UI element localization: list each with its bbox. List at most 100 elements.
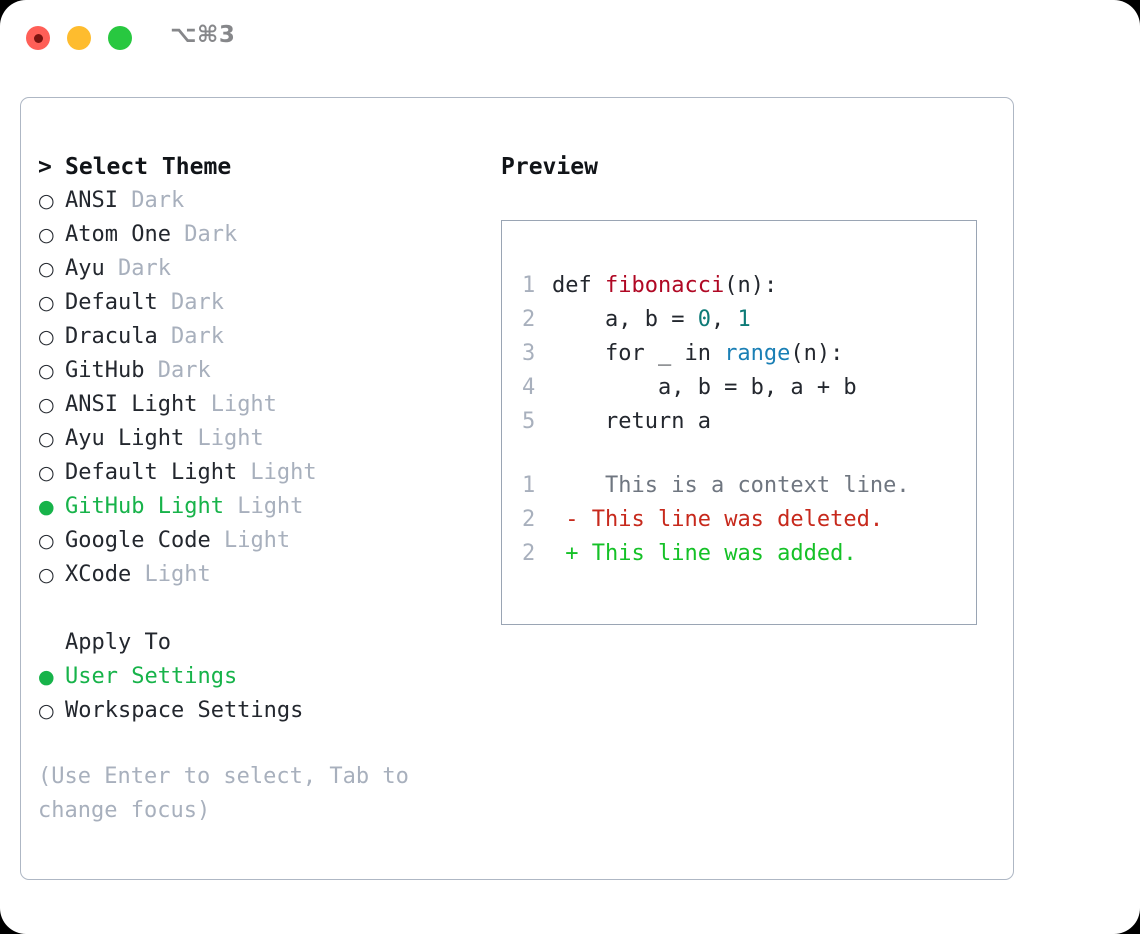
theme-item-dracula[interactable]: ○Dracula Dark bbox=[38, 320, 493, 354]
theme-item-ansi-light[interactable]: ○ ANSI Light Light bbox=[38, 388, 493, 422]
theme-item-label: Default bbox=[65, 290, 158, 315]
token-plain: a, b = bbox=[552, 307, 698, 332]
radio-unselected-icon: ○ bbox=[38, 190, 55, 212]
token-call: range bbox=[724, 341, 791, 366]
code-line: 2 a, b = 0, 1 bbox=[522, 303, 976, 337]
diff-line-text: This line was added. bbox=[578, 541, 857, 566]
theme-item-tag: Light bbox=[197, 392, 277, 417]
radio-unselected-icon: ○ bbox=[38, 530, 55, 552]
theme-item-ayu[interactable]: ○ Ayu Dark bbox=[38, 252, 493, 286]
token-plain: (n): bbox=[790, 341, 844, 366]
code-text: def fibonacci(n): bbox=[552, 269, 976, 303]
radio-unselected-icon: ○ bbox=[38, 292, 55, 314]
diff-sample: 1 This is a context line.2 - This line w… bbox=[522, 469, 976, 571]
radio-unselected-icon: ○ bbox=[38, 564, 55, 586]
apply-to-option-workspace-settings[interactable]: ○ Workspace Settings bbox=[38, 694, 493, 728]
token-num: 0 bbox=[697, 307, 711, 332]
radio-unselected-icon: ○ bbox=[38, 700, 55, 722]
apply-to-option-label: User Settings bbox=[65, 664, 238, 689]
radio-unselected-icon: ○ bbox=[38, 394, 55, 416]
line-number: 2 bbox=[522, 541, 536, 566]
apply-to-options: ● User Settings ○ Workspace Settings bbox=[38, 660, 493, 728]
token-plain: (n): bbox=[724, 273, 778, 298]
token-plain: a, b = b, a + b bbox=[552, 375, 857, 400]
theme-list: ○ANSI Dark○Atom One Dark○Ayu Dark○Defaul… bbox=[38, 184, 493, 592]
line-number: 5 bbox=[522, 409, 536, 434]
theme-item-label: Google Code bbox=[65, 528, 211, 553]
spacer bbox=[38, 728, 493, 760]
theme-item-tag: Dark bbox=[144, 358, 211, 383]
theme-item-tag: Light bbox=[184, 426, 264, 451]
theme-item-ansi[interactable]: ○ ANSI Dark bbox=[38, 184, 493, 218]
theme-item-default[interactable]: ○Default Dark bbox=[38, 286, 493, 320]
theme-item-github[interactable]: ○GitHub Dark bbox=[38, 354, 493, 388]
code-text: for _ in range(n): bbox=[552, 337, 976, 371]
theme-item-label: GitHub bbox=[65, 358, 145, 383]
radio-selected-icon: ● bbox=[38, 666, 55, 688]
theme-item-label: Ayu Light bbox=[65, 426, 185, 451]
theme-item-default-light[interactable]: ○Default Light Light bbox=[38, 456, 493, 490]
theme-item-label: ANSI bbox=[65, 188, 118, 213]
line-number: 3 bbox=[522, 341, 536, 366]
diff-line-text: This line was deleted. bbox=[578, 507, 884, 532]
theme-item-label: Atom One bbox=[65, 222, 171, 247]
code-line: 4 a, b = b, a + b bbox=[522, 371, 976, 405]
radio-unselected-icon: ○ bbox=[38, 326, 55, 348]
line-number: 1 bbox=[522, 473, 536, 498]
theme-item-label: Default Light bbox=[65, 460, 238, 485]
theme-item-tag: Dark bbox=[117, 188, 185, 213]
code-line: 5 return a bbox=[522, 405, 976, 439]
window-controls bbox=[26, 26, 132, 50]
theme-list-heading-label: Select Theme bbox=[65, 154, 232, 180]
theme-item-label: Ayu bbox=[65, 256, 105, 281]
theme-item-tag: Dark bbox=[157, 324, 224, 349]
theme-item-atom-one[interactable]: ○Atom One Dark bbox=[38, 218, 493, 252]
radio-unselected-icon: ○ bbox=[38, 428, 55, 450]
preview-title: Preview bbox=[501, 154, 598, 180]
theme-item-label: GitHub Light bbox=[65, 494, 224, 519]
token-plain: return a bbox=[552, 409, 711, 434]
theme-item-tag: Dark bbox=[104, 256, 171, 281]
line-number: 4 bbox=[522, 375, 536, 400]
theme-selection-column: > Select Theme ○ANSI Dark○Atom One Dark○… bbox=[38, 150, 493, 828]
line-number: 2 bbox=[522, 507, 536, 532]
theme-item-label: ANSI Light bbox=[65, 392, 198, 417]
theme-item-xcode[interactable]: ○XCode Light bbox=[38, 558, 493, 592]
diff-line-deleted: 2 - This line was deleted. bbox=[522, 503, 976, 537]
diff-marker bbox=[552, 473, 579, 498]
theme-item-label: XCode bbox=[65, 562, 132, 587]
title-bar: ⌥⌘3 bbox=[0, 0, 1140, 78]
token-plain: for _ in bbox=[552, 341, 725, 366]
diff-marker: + bbox=[552, 541, 579, 566]
code-text: a, b = 0, 1 bbox=[552, 303, 976, 337]
code-line: 3 for _ in range(n): bbox=[522, 337, 976, 371]
caret-icon: > bbox=[38, 154, 52, 180]
theme-item-google-code[interactable]: ○Google Code Light bbox=[38, 524, 493, 558]
radio-unselected-icon: ○ bbox=[38, 462, 55, 484]
token-fn: fibonacci bbox=[604, 273, 725, 298]
theme-item-tag: Dark bbox=[170, 222, 238, 247]
apply-to-option-label: Workspace Settings bbox=[65, 698, 304, 723]
token-plain: def bbox=[552, 273, 605, 298]
keyboard-hint: (Use Enter to select, Tab to change focu… bbox=[38, 764, 409, 823]
theme-item-ayu-light[interactable]: ○ Ayu Light Light bbox=[38, 422, 493, 456]
theme-item-github-light[interactable]: ●GitHub Light Light bbox=[38, 490, 493, 524]
apply-to-heading: Apply To bbox=[38, 626, 493, 660]
maximize-button[interactable] bbox=[108, 26, 132, 50]
diff-text: - This line was deleted. bbox=[552, 503, 976, 537]
minimize-button[interactable] bbox=[67, 26, 91, 50]
diff-text: This is a context line. bbox=[552, 469, 976, 503]
main-panel: > Select Theme ○ANSI Dark○Atom One Dark○… bbox=[20, 97, 1014, 880]
diff-marker: - bbox=[552, 507, 579, 532]
close-button[interactable] bbox=[26, 26, 50, 50]
apply-to-option-user-settings[interactable]: ● User Settings bbox=[38, 660, 493, 694]
theme-list-heading: > Select Theme bbox=[38, 150, 493, 184]
code-text: return a bbox=[552, 405, 976, 439]
spacer bbox=[38, 592, 493, 626]
radio-unselected-icon: ○ bbox=[38, 258, 55, 280]
